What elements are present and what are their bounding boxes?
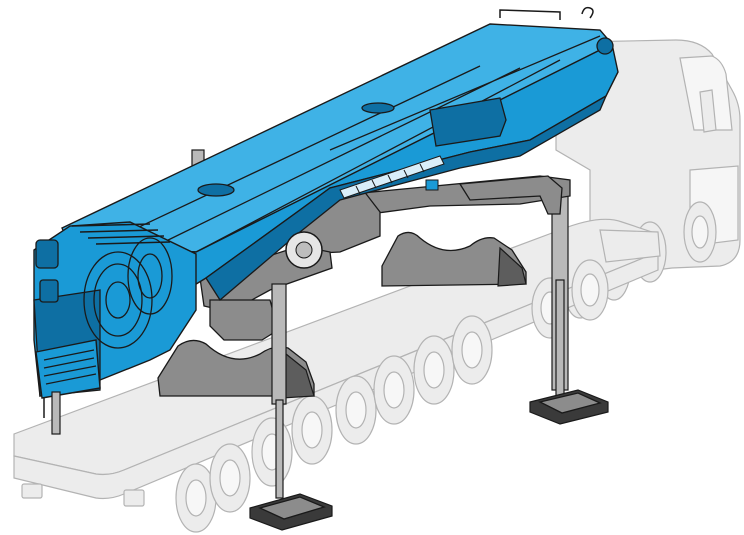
slewing-frame	[199, 175, 571, 341]
boom-hatch-1	[197, 183, 235, 197]
truck-front-wheel-hub	[691, 215, 709, 249]
frame-cabin-window	[425, 179, 439, 191]
boom-tip-pin	[596, 37, 614, 55]
trailer-hub	[423, 351, 445, 389]
hook-block	[35, 339, 101, 418]
trailer-marker-2	[123, 489, 145, 507]
outrigger-leg-upper	[271, 283, 287, 405]
sheave	[105, 281, 131, 319]
trailer-marker-1	[21, 483, 43, 499]
boom-hatch-2	[361, 102, 395, 114]
front-outrigger-right	[249, 283, 333, 531]
outrigger-pad-top	[538, 392, 602, 414]
front-outrigger-left	[51, 391, 61, 435]
outrigger-pad-top	[258, 496, 326, 520]
boom-ladder-rungs	[355, 163, 425, 195]
outrigger-leg	[51, 391, 61, 435]
boom-section-line	[119, 35, 601, 251]
sheave	[127, 237, 173, 315]
trailer-hub	[301, 411, 323, 449]
rear-outrigger-right	[529, 179, 609, 425]
trailer-gooseneck	[599, 229, 661, 263]
head-top-rails	[71, 223, 171, 245]
trailer-hub	[345, 391, 367, 429]
sheave	[137, 253, 163, 299]
trailer-deck-side	[13, 251, 659, 500]
hook-block-ribs	[43, 349, 97, 385]
trailer-hub	[580, 273, 600, 307]
boom-side-rail	[429, 97, 507, 147]
boom-ladder	[339, 155, 445, 199]
sheave	[93, 263, 143, 337]
sheave	[83, 251, 153, 349]
trailer-hub	[383, 371, 405, 409]
cradle-rear-body	[381, 231, 527, 287]
outrigger-leg-lower	[275, 399, 284, 499]
hook-block-body	[35, 339, 101, 399]
frame-rear-arm	[458, 175, 563, 215]
luffing-pivot-disc-inner	[295, 241, 313, 259]
trailer-hub	[219, 459, 241, 497]
truck-mirror	[699, 89, 717, 133]
head-clamp-1	[35, 239, 59, 269]
cradle-rear-face	[497, 246, 527, 287]
boom-tip-bracket	[499, 6, 594, 20]
telescopic-boom	[61, 6, 619, 301]
head-clamp-2	[39, 279, 59, 303]
frame-front-arm	[209, 299, 279, 341]
head-sheaves	[83, 237, 173, 349]
boom-cradle-rear	[381, 231, 527, 287]
trailer-hub	[461, 331, 483, 369]
trailer-hub	[185, 479, 207, 517]
outrigger-leg-lower	[555, 279, 565, 397]
